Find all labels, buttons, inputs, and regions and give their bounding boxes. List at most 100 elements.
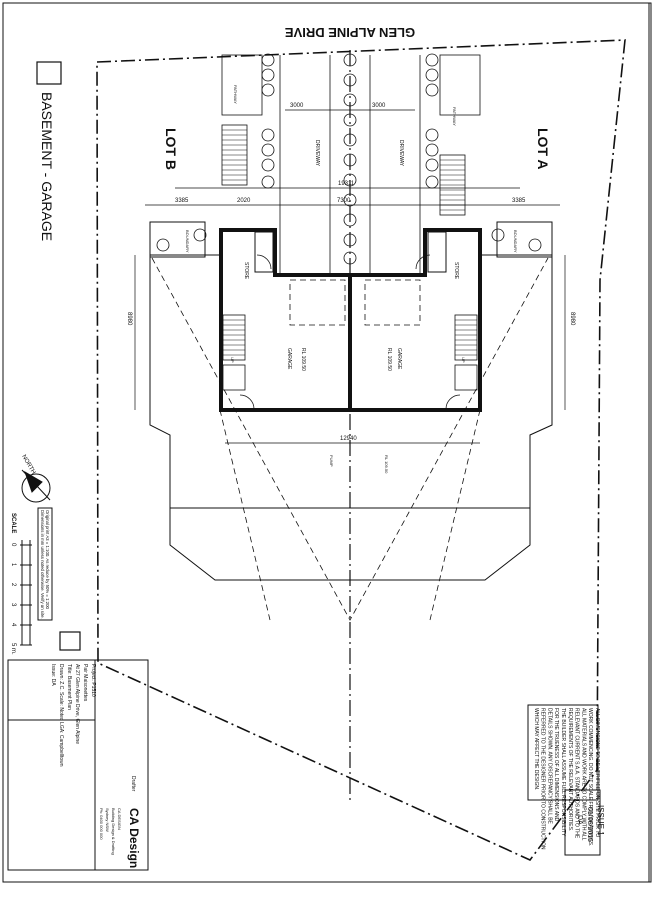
tree-symbol [156,238,170,252]
issue-status: DA [576,815,583,825]
pathway-label-right: PATHWAY [452,107,457,126]
firm-line-3: Sydney NSW [105,808,110,832]
pump-label: PUMP [329,455,334,467]
general-note-line: WORK COMMENCING. DO NOT SCALE FROM DRAWI… [587,708,593,846]
tree-symbol [425,68,439,82]
drawn-by: Drawn: Z.C. Scale: Noted LGA: Campbellto… [58,664,64,767]
rl-label-right: RL 109.50 [386,348,392,371]
firm-logo: CA Design [127,808,141,868]
tree-symbol [425,128,439,142]
tree-symbol [261,128,275,142]
up-label-left: UP [230,357,235,363]
firm-details: CA DESIGN Building Design & Drafting Syd… [99,808,122,855]
scale-checkbox [59,631,81,651]
dimension-lines [134,109,566,444]
building-envelope [149,221,553,581]
scale-tick-label: 1 [10,563,16,567]
door-swings [239,254,461,410]
tree-symbol [261,143,275,157]
project-address: At 27 Glen Alpine Drive, Glen Alpine [74,664,80,744]
title-block: Project: P1510 Pair Maisonettes At 27 Gl… [50,664,96,767]
general-note-line: REFERRED TO THE DESIGNER PRIOR TO CONSTR… [540,708,546,850]
tree-symbol [343,113,357,127]
issue-label: ISSUE 1 [596,805,605,836]
general-note-line: WHICH MAY AFFECT THE DESIGN. [533,708,539,790]
tree-symbol [343,173,357,187]
project-number: Project: P1510 [90,664,96,697]
general-note-line: DETAILS SHOWN. ANY DISCREPANCY SHALL BE [546,708,552,825]
tree-symbol [343,233,357,247]
dim-3000-right: 3000 [372,103,386,109]
lot-a-label: LOT A [535,128,551,169]
tree-symbol [528,238,542,252]
issue-box: ISSUE 1 01/06/2015 DA [576,805,605,842]
tree-symbol [261,53,275,67]
general-note-line: THE BUILDER SHALL ASSUME FULL RESPONSIBI… [560,708,566,837]
general-notes: ALL DIMENSIONS TO BE VERIFIED ON SITE PR… [533,708,600,850]
north-label: NORTH [20,454,36,475]
tree-symbol [343,93,357,107]
firm-line-1: CA DESIGN [117,808,122,830]
tree-symbol [425,143,439,157]
dim-12940: 12940 [340,436,357,442]
tree-symbol [261,158,275,172]
store-label-right: STORE [453,262,459,280]
store-label-left: STORE [243,262,249,280]
tree-symbol [343,213,357,227]
scale-tick-label: 4 [10,623,16,627]
tree-symbol [343,193,357,207]
scale-note-1: Original print A3 = 1:100. As reduce by … [45,510,50,610]
boundary-label-right: BOUNDARY [513,230,518,253]
tree-symbol [193,228,207,242]
drawing-title: Title: Basement Plan [66,664,72,710]
tree-symbol [491,228,505,242]
dim-3000-left: 3000 [290,103,304,109]
driveway-label-right: DRIVEWAY [398,140,404,167]
pathway-label-left: PATHWAY [233,85,238,104]
tree-symbol [343,53,357,67]
tree-symbol [261,68,275,82]
drafter-label: Drafter [130,776,136,792]
garage-label-left: GARAGE [286,348,292,370]
general-note-line: RELEVANT CURRENT S.A.A. STANDARDS AND TO… [574,708,580,839]
sheet-title: BASEMENT - GARAGE [39,92,55,241]
project-name: Pair Maisonettes [82,664,88,702]
tree-symbol [343,153,357,167]
tree-symbol [261,83,275,97]
tree-symbol [425,83,439,97]
street-name: GLEN ALPINE DRIVE [285,25,416,40]
boundary-label-left: BOUNDARY [185,230,190,253]
issue-date: 01/06/2015 [586,807,593,842]
lot-b-label: LOT B [163,128,179,170]
scale-tick-label: 0 [10,543,16,547]
tree-symbol [343,133,357,147]
dim-8980-right: 8980 [569,312,575,326]
title-block-frame [7,659,601,871]
scale-ticks [20,544,32,646]
general-note-line: REQUIREMENTS OF THE RELEVANT AUTHORITIES… [567,708,573,831]
sight-lines [151,257,549,621]
legend-checkbox [36,61,62,85]
dim-8980-left: 8980 [126,312,132,326]
basement-walls [219,228,482,412]
tree-symbol [343,73,357,87]
dim-7300: 7300 [337,198,351,204]
dim-3385-left: 3385 [175,198,189,204]
firm-line-2: Building Design & Drafting [111,808,116,855]
north-arrow [21,469,51,503]
firm-line-4: Ph: 0400 000 000 [99,808,104,840]
tree-symbol [425,53,439,67]
dim-19311: 19311 [338,181,355,187]
tree-symbol [261,175,275,189]
driveway-label-left: DRIVEWAY [314,140,320,167]
up-label-right: UP [461,357,466,363]
scale-tick-label: 5 m. [10,643,16,655]
tree-symbol [425,175,439,189]
scale-note-box [37,507,53,621]
scale-tick-label: 3 [10,603,16,607]
tree-symbol [425,158,439,172]
dim-3385-right: 3385 [512,198,526,204]
garage-label-right: GARAGE [396,348,402,370]
